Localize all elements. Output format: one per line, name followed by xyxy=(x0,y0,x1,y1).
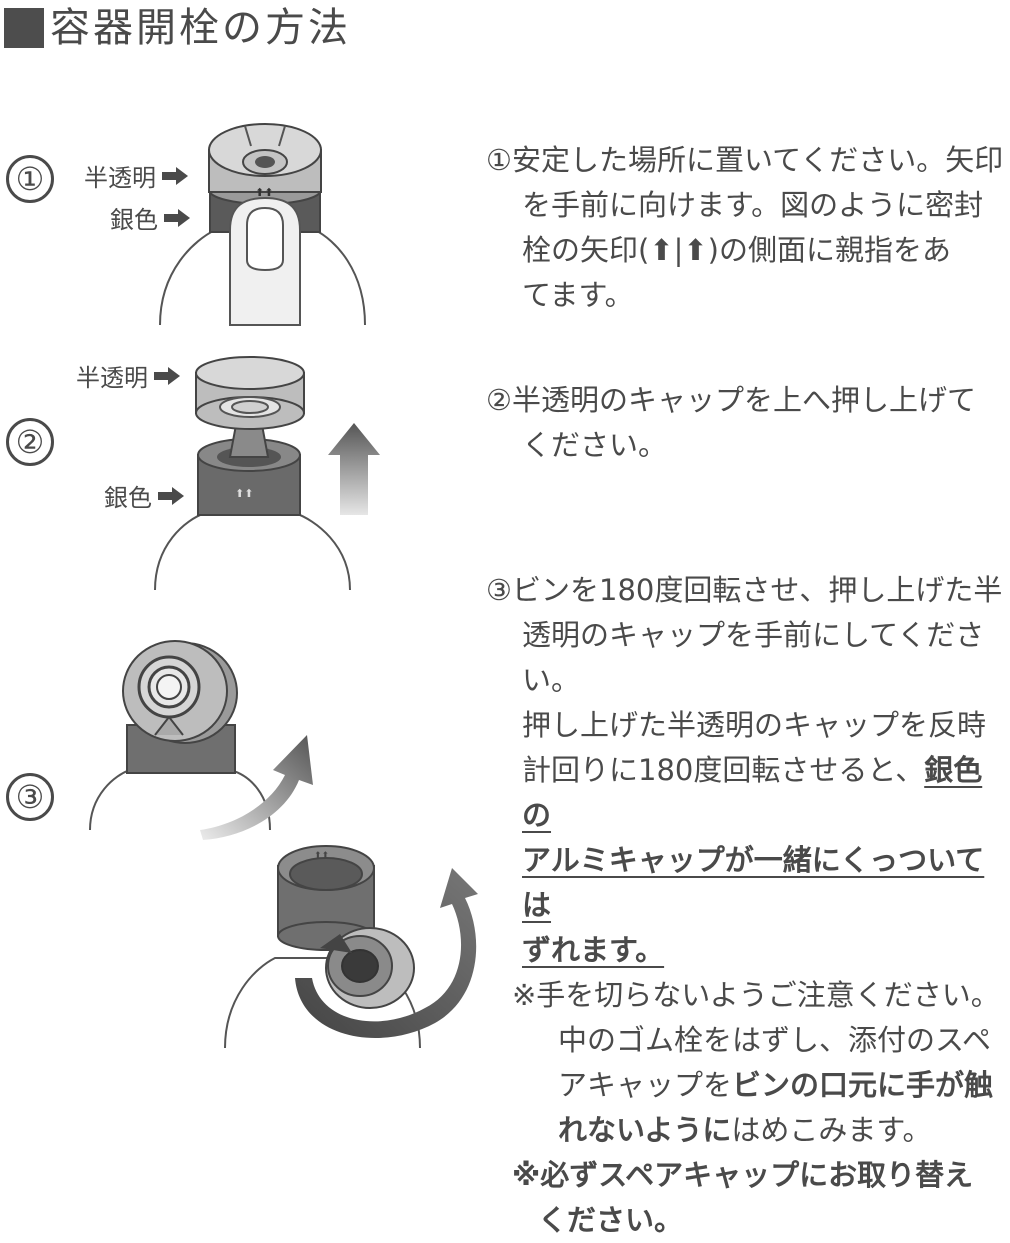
step3-number: ③ xyxy=(6,773,54,821)
svg-text:⬆⬆: ⬆⬆ xyxy=(314,851,329,861)
step2-illustration: ⬆⬆ xyxy=(154,356,380,591)
step1-illustration: ⬆⬆ xyxy=(159,123,366,326)
right-arrow-icon xyxy=(154,366,180,385)
step2-number: ② xyxy=(6,418,54,466)
title-square-icon xyxy=(4,8,44,48)
step1-label-silver: 銀色 xyxy=(110,200,190,235)
page-title: 容器開栓の方法 xyxy=(4,4,351,52)
step3-illustration-top xyxy=(89,640,313,840)
emphasis-detach: ずれます。 xyxy=(522,933,665,967)
step1-label-translucent: 半透明 xyxy=(84,158,188,193)
title-text: 容器開栓の方法 xyxy=(50,5,351,51)
svg-text:⬆⬆: ⬆⬆ xyxy=(235,487,253,500)
right-arrow-icon xyxy=(162,166,188,185)
right-arrow-icon xyxy=(158,486,184,505)
emphasis-aluminum: アルミキャップが一緒にくっついては xyxy=(522,843,985,922)
step2-label-translucent: 半透明 xyxy=(76,358,180,393)
step3-text: ③ビンを180度回転させ、押し上げた半 透明のキャップを手前にしてください。 押… xyxy=(486,568,1006,1243)
step3-warning: ※必ずスペアキャップにお取り替え xyxy=(512,1158,974,1192)
step3-note: ※手を切らないようご注意ください。 xyxy=(512,978,1000,1012)
svg-text:⬆⬆: ⬆⬆ xyxy=(255,186,273,199)
step2-text: ②半透明のキャップを上へ押し上げて ください。 xyxy=(486,383,976,462)
step1-number: ① xyxy=(6,155,54,203)
step2-label-silver: 銀色 xyxy=(104,478,184,513)
emphasis-silver: 銀色の xyxy=(522,753,983,832)
step1-text: ①安定した場所に置いてください。矢印 を手前に向けます。図のように密封 栓の矢印… xyxy=(486,143,1004,312)
step3-illustration-bottom: ⬆⬆ xyxy=(224,845,478,1049)
right-arrow-icon xyxy=(164,208,190,227)
